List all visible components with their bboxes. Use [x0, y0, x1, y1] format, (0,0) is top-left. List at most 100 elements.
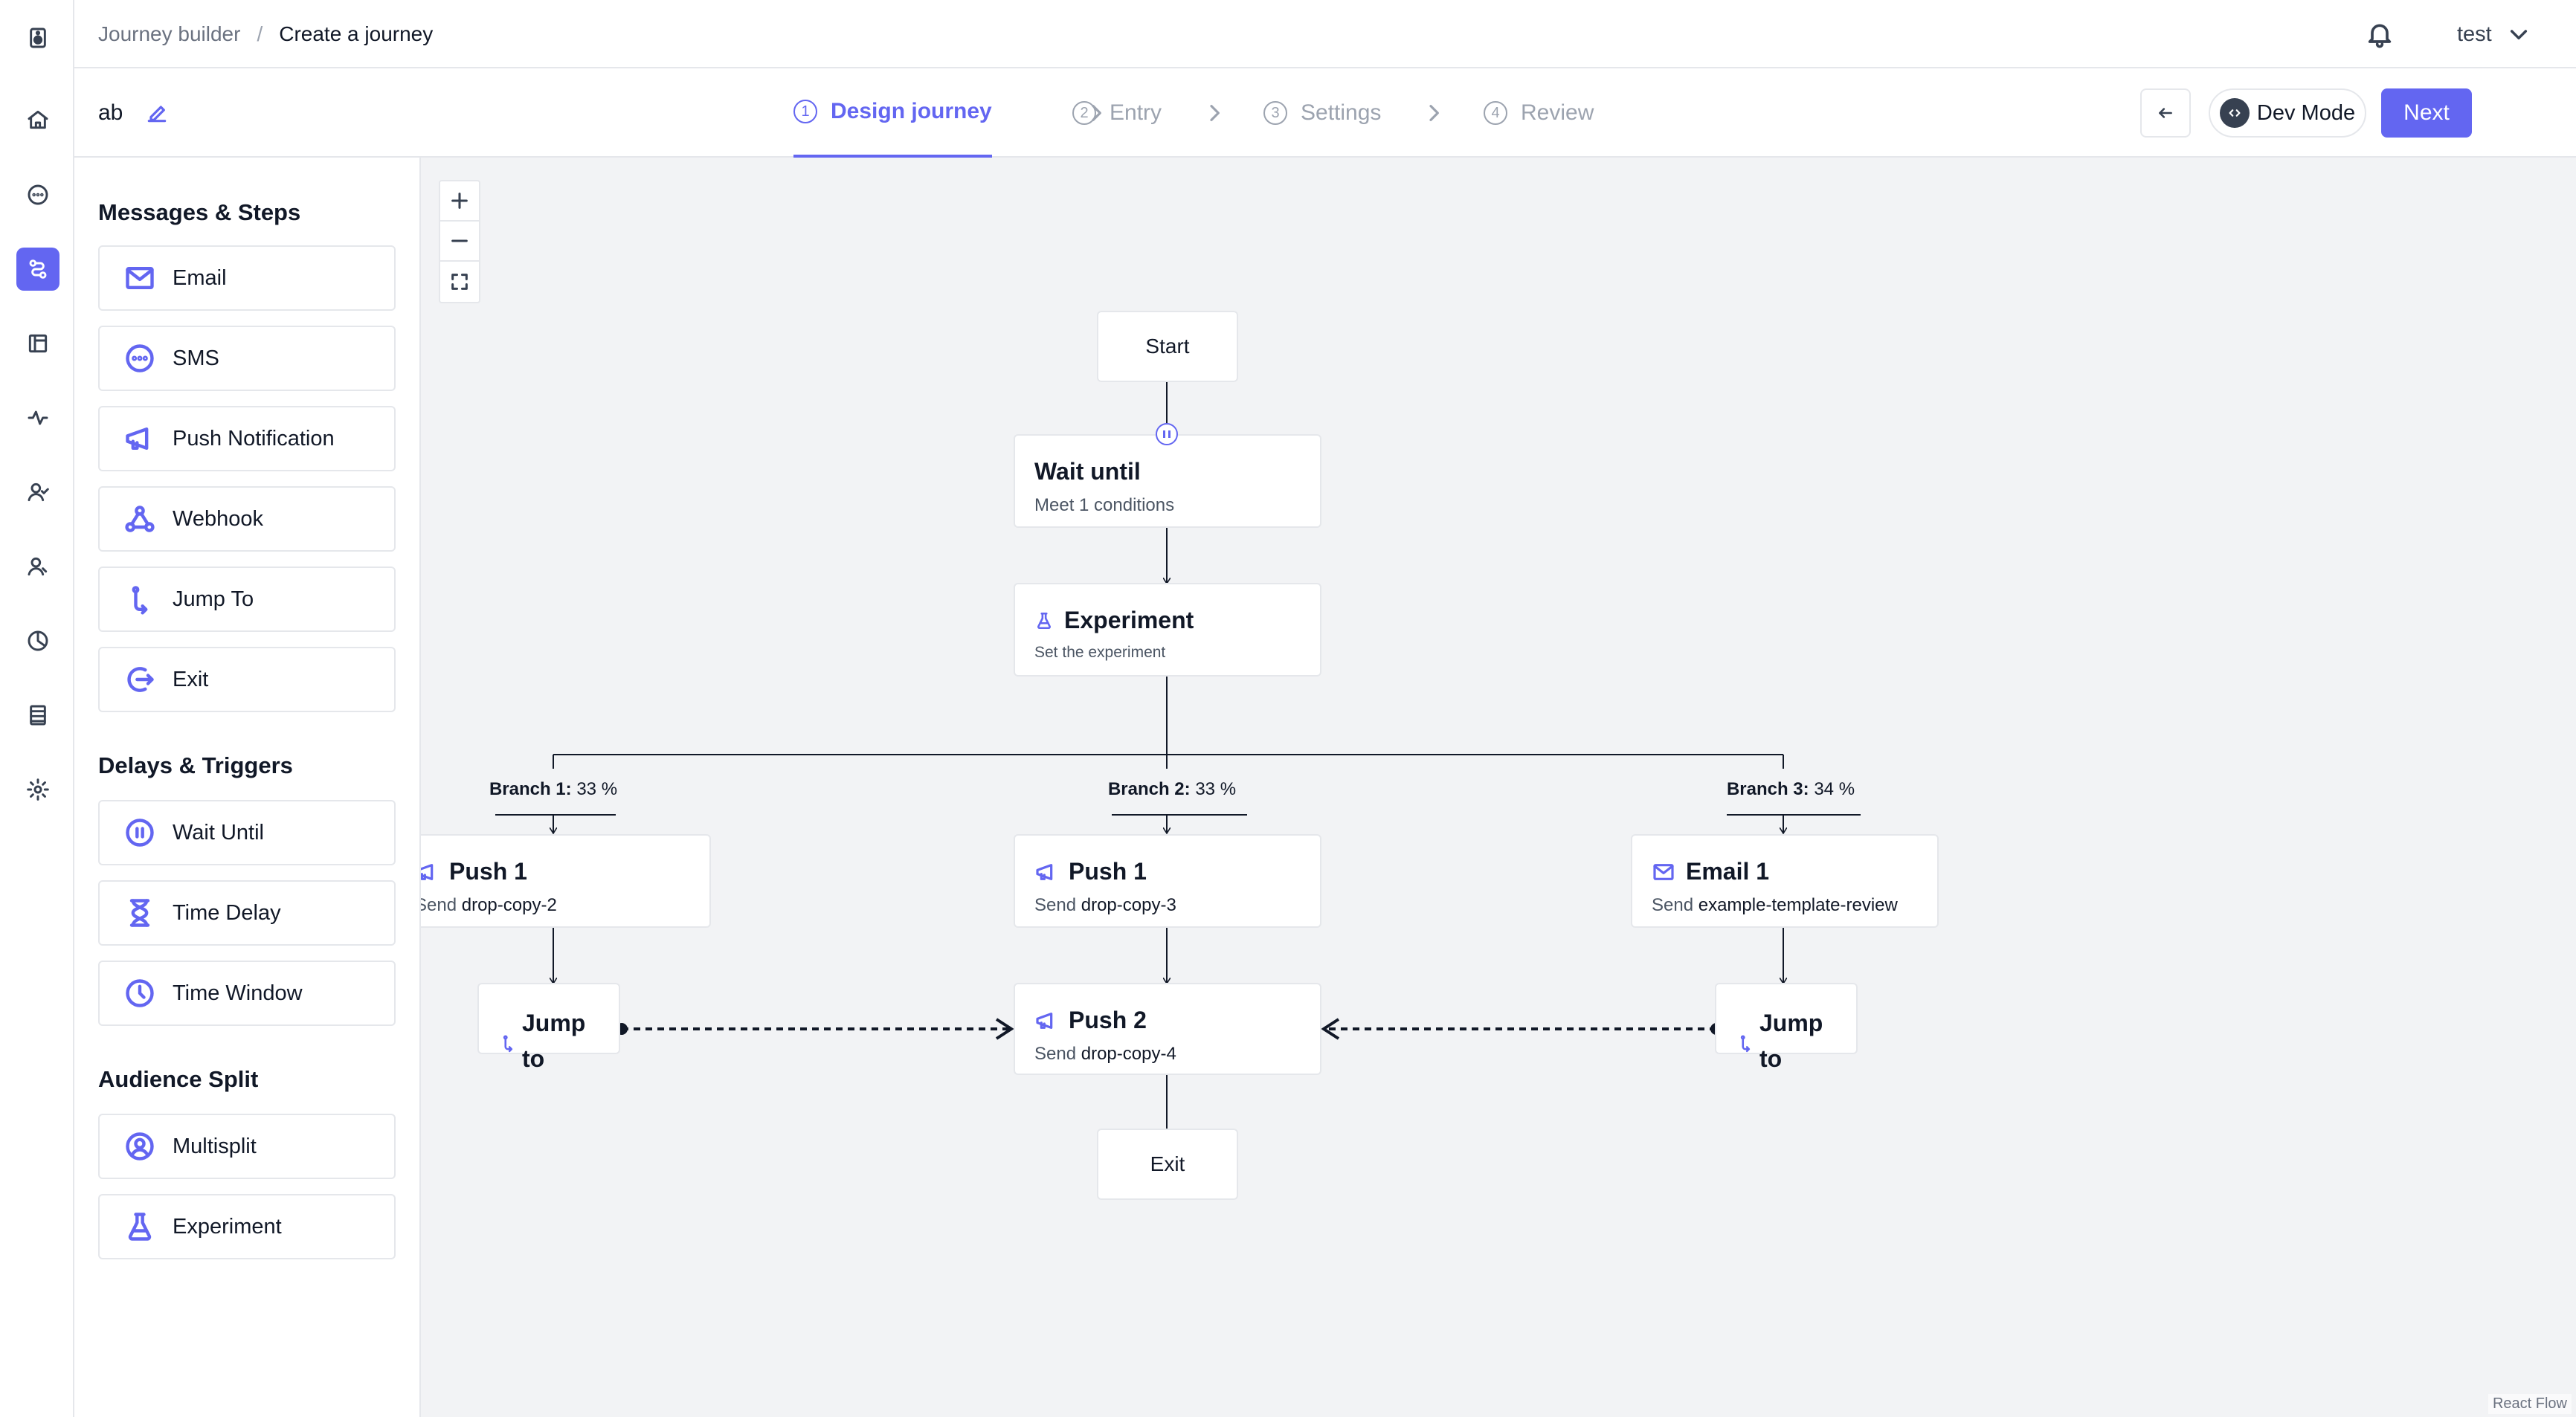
zoom-out-button[interactable]: [440, 222, 479, 262]
logo-icon[interactable]: [16, 16, 59, 59]
palette-jump-to[interactable]: Jump To: [98, 567, 396, 632]
flask-icon: [1037, 612, 1051, 629]
wait-until-node[interactable]: Wait until Meet 1 conditions: [1014, 434, 1321, 528]
node-title: Push 1: [421, 858, 527, 885]
node-title: Experiment: [1034, 607, 1194, 634]
flow-canvas[interactable]: Start Wait until Meet 1 conditions Exper…: [421, 158, 2576, 1417]
hourglass-icon: [129, 899, 150, 927]
palette-sms[interactable]: SMS: [98, 326, 396, 391]
jump-icon: [132, 586, 148, 615]
palette-email[interactable]: Email: [98, 245, 396, 311]
plus-icon: [451, 193, 468, 209]
user-name: test: [2457, 22, 2492, 46]
bell-icon[interactable]: [2362, 16, 2398, 52]
breadcrumb-journey-builder[interactable]: Journey builder: [98, 22, 241, 45]
audience-section-title: Audience Split: [98, 1066, 259, 1092]
start-label: Start: [1145, 335, 1190, 358]
people-icon[interactable]: [16, 471, 59, 514]
node-title-text: Push 2: [1069, 1007, 1147, 1033]
next-button[interactable]: Next: [2381, 88, 2472, 138]
chevron-down-icon: [2510, 30, 2527, 40]
node-title: Push 2: [1034, 1007, 1147, 1034]
branch-name: Branch 2:: [1107, 779, 1191, 799]
start-node[interactable]: Start: [1097, 311, 1238, 382]
template-icon[interactable]: [16, 322, 59, 365]
user-circle-icon: [126, 1132, 154, 1161]
mail-icon: [126, 266, 154, 290]
react-flow-attribution[interactable]: React Flow: [2488, 1394, 2572, 1414]
branch-name: Branch 3:: [1726, 779, 1809, 799]
palette-time-window[interactable]: Time Window: [98, 961, 396, 1026]
fullscreen-icon: [451, 274, 468, 290]
edge: [553, 755, 1784, 769]
fit-view-button[interactable]: [440, 262, 479, 302]
edit-icon[interactable]: [145, 101, 169, 125]
tab-review[interactable]: 4 Review: [1484, 68, 1594, 158]
webhook-icon: [125, 506, 155, 532]
node-title-text: Experiment: [1064, 607, 1194, 633]
exit-icon: [127, 667, 154, 692]
palette-exit[interactable]: Exit: [98, 647, 396, 712]
node-subtitle: Send drop-copy-2: [421, 895, 557, 916]
push-node[interactable]: Push 1 Send drop-copy-3: [1014, 834, 1321, 928]
megaphone-icon: [1036, 1012, 1053, 1029]
jump-to-label: Jump to: [522, 1010, 586, 1072]
pause-icon: [126, 819, 154, 847]
segment-icon[interactable]: [16, 545, 59, 588]
clock-icon: [126, 979, 154, 1007]
chat-icon[interactable]: [16, 173, 59, 216]
palette-item-label: Jump To: [173, 587, 254, 611]
megaphone-icon: [421, 863, 434, 880]
step-number: 1: [793, 100, 817, 123]
palette-time-delay[interactable]: Time Delay: [98, 880, 396, 946]
messages-section-title: Messages & Steps: [98, 199, 301, 225]
app-sidebar: [0, 0, 74, 1417]
palette-item-label: SMS: [173, 346, 219, 370]
palette-item-label: Email: [173, 265, 227, 290]
activity-icon[interactable]: [16, 396, 59, 439]
template-name: drop-copy-4: [1081, 1044, 1176, 1064]
tab-settings[interactable]: 3 Settings: [1263, 68, 1381, 158]
push-node[interactable]: Push 1 Send drop-copy-2: [421, 834, 711, 928]
palette-webhook[interactable]: Webhook: [98, 486, 396, 552]
template-name: drop-copy-3: [1081, 895, 1176, 915]
home-icon[interactable]: [16, 98, 59, 141]
step-label: Review: [1521, 100, 1594, 125]
palette-multisplit[interactable]: Multisplit: [98, 1114, 396, 1179]
jump-to-node[interactable]: Jump to: [1715, 983, 1858, 1072]
settings-icon[interactable]: [16, 768, 59, 811]
table-icon[interactable]: [16, 694, 59, 737]
sms-icon: [126, 344, 154, 372]
email-node[interactable]: Email 1 Send example-template-review: [1631, 834, 1939, 928]
dev-mode-button[interactable]: Dev Mode: [2209, 88, 2366, 138]
user-menu[interactable]: test: [2457, 16, 2531, 52]
code-icon: [2219, 98, 2250, 128]
jump-icon: [1740, 1035, 1751, 1053]
node-title-text: Wait until: [1034, 458, 1141, 485]
chevron-right-icon: [1422, 101, 1446, 125]
exit-node[interactable]: Exit: [1097, 1129, 1238, 1200]
palette-item-label: Experiment: [173, 1214, 282, 1239]
send-label: Send: [1034, 1044, 1077, 1064]
jump-to-node[interactable]: Jump to: [477, 983, 620, 1072]
palette-item-label: Push Notification: [173, 426, 335, 451]
step-number: 3: [1263, 101, 1287, 125]
mail-icon: [1653, 863, 1674, 880]
tab-design-journey[interactable]: 1 Design journey: [793, 68, 992, 158]
chevron-right-icon: [1202, 101, 1226, 125]
branch-2-label: Branch 2: 33 %: [1098, 779, 1246, 800]
dev-mode-label: Dev Mode: [2256, 100, 2356, 125]
pie-chart-icon[interactable]: [16, 619, 59, 662]
node-subtitle: Set the experiment: [1034, 644, 1166, 661]
palette-experiment[interactable]: Experiment: [98, 1194, 396, 1259]
palette-item-label: Time Delay: [173, 900, 281, 925]
tab-entry-step[interactable]: 2 Entry: [1072, 68, 1162, 158]
megaphone-icon: [126, 427, 149, 451]
palette-push-notification[interactable]: Push Notification: [98, 406, 396, 471]
push-node[interactable]: Push 2 Send drop-copy-4: [1014, 983, 1321, 1075]
zoom-in-button[interactable]: [440, 181, 479, 222]
journey-icon[interactable]: [16, 248, 59, 291]
back-button[interactable]: [2140, 88, 2191, 138]
experiment-node[interactable]: Experiment Set the experiment: [1014, 583, 1321, 677]
palette-wait-until[interactable]: Wait Until: [98, 800, 396, 865]
